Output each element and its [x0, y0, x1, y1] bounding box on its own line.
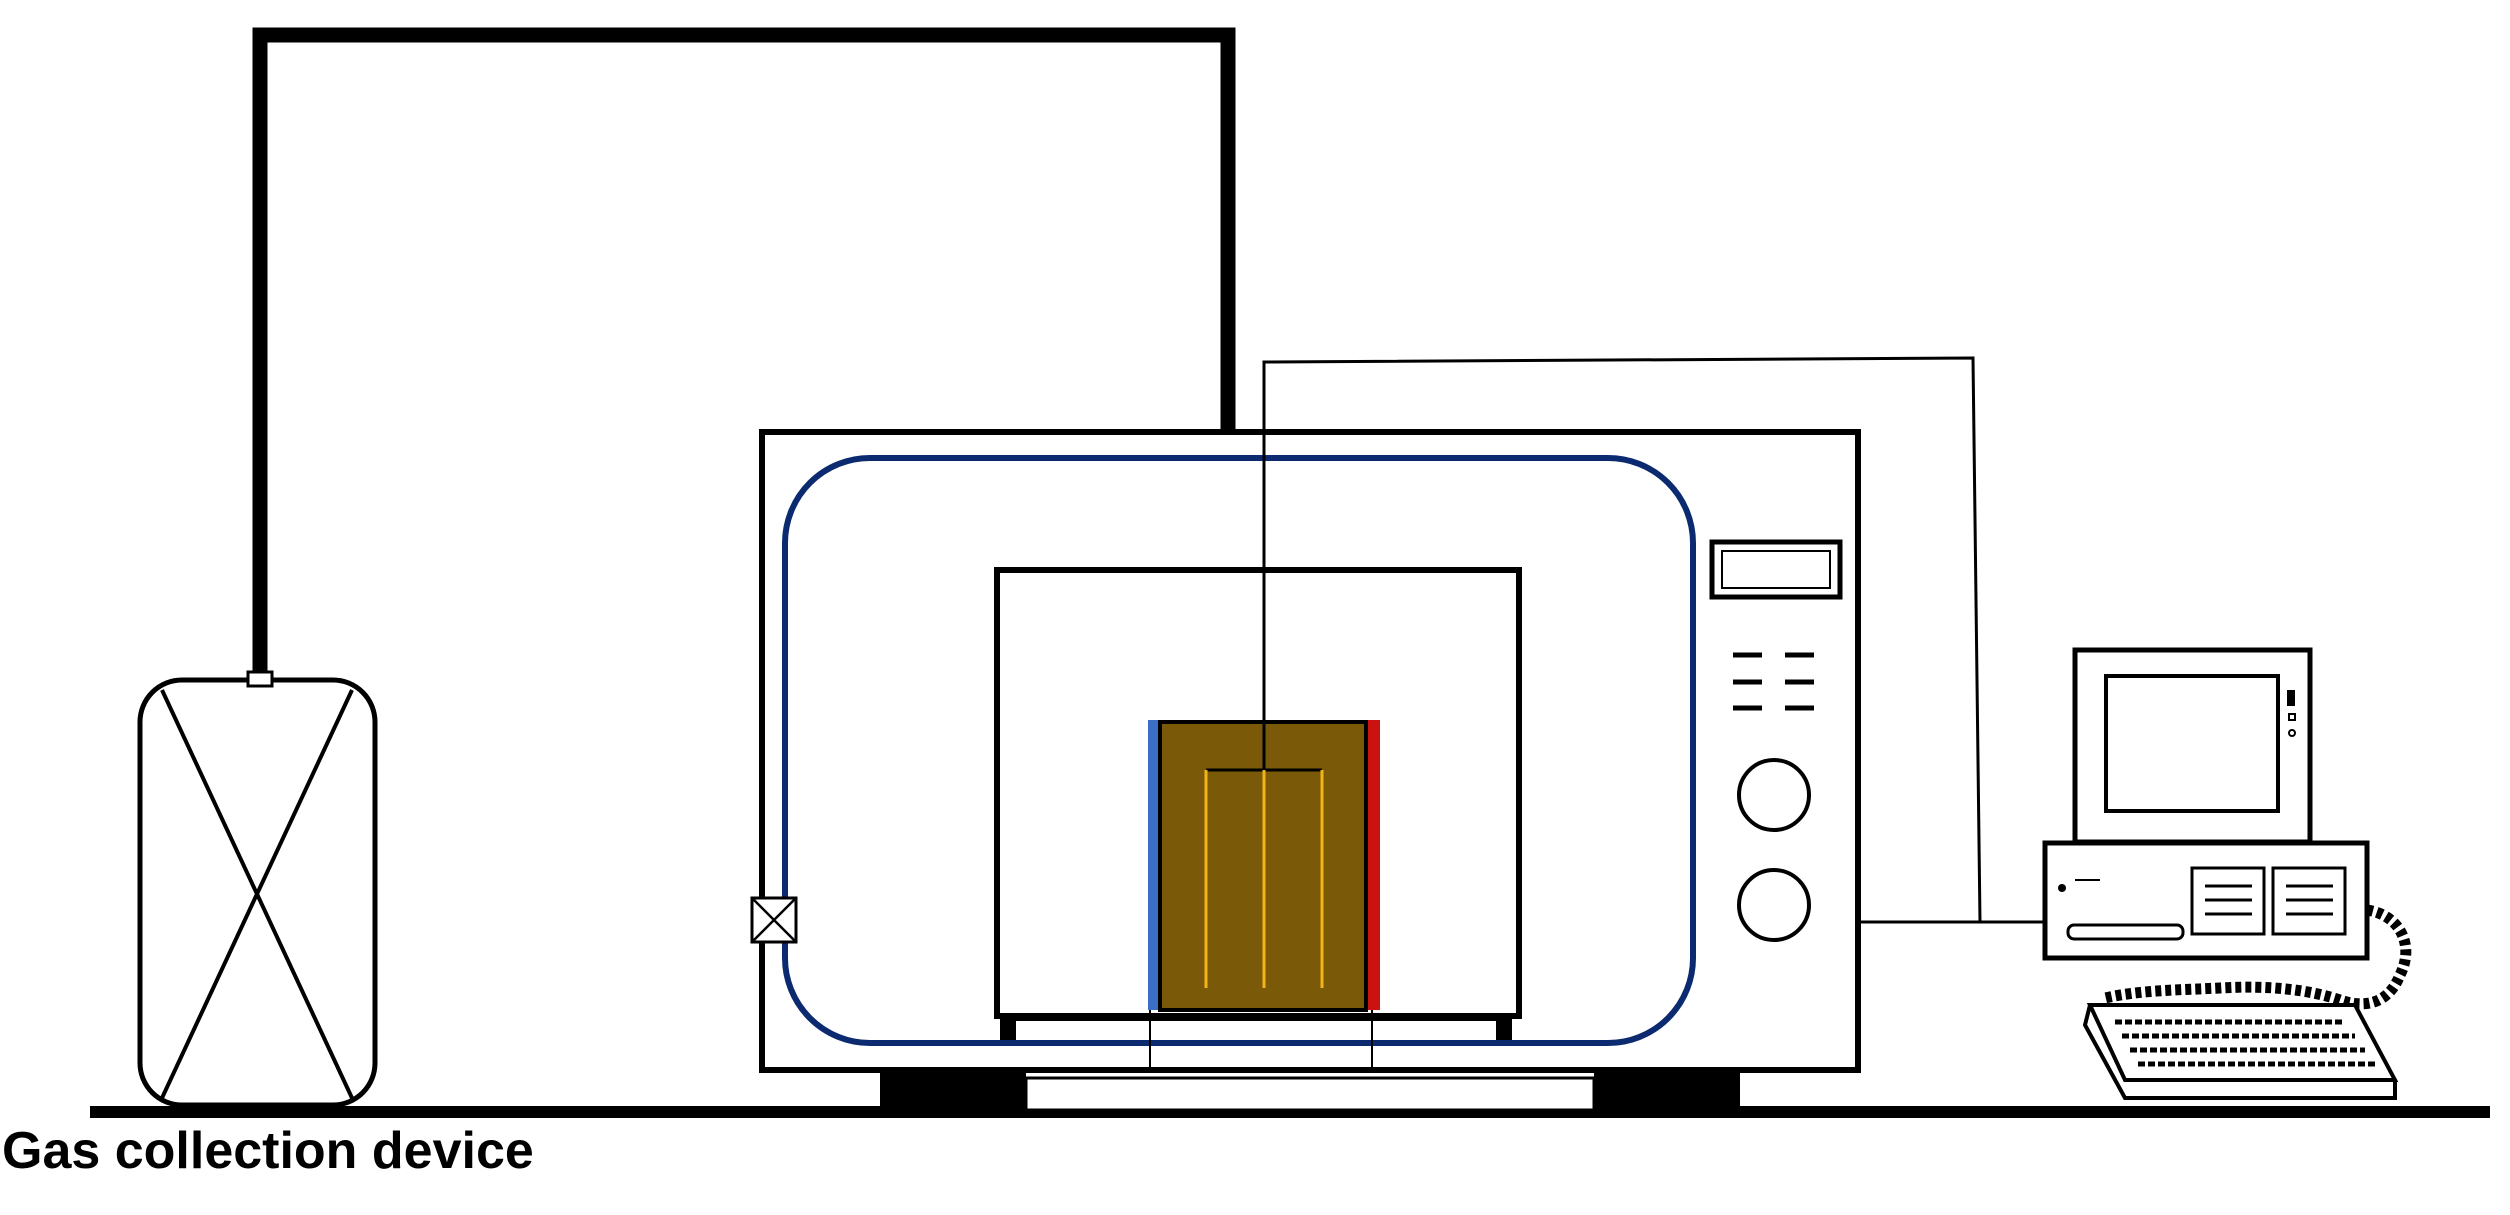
signal-wire [1262, 356, 1982, 923]
valve-icon [750, 896, 798, 944]
display-inner [1721, 550, 1831, 589]
electrode-left [1148, 720, 1160, 1010]
chamber-leg-left [1000, 1013, 1016, 1040]
reactor-wires [1204, 720, 1324, 988]
oven-cavity [782, 455, 1696, 1046]
panel-buttons [1733, 652, 1814, 711]
keyboard-icon [2082, 1003, 2399, 1100]
power-knob [1737, 758, 1811, 832]
gas-pipe [252, 27, 1236, 690]
chamber-leg-right [1496, 1013, 1512, 1040]
control-panel [1709, 539, 1843, 942]
oven-base-plate [1024, 1076, 1596, 1112]
oven-foot-left [880, 1070, 1026, 1110]
electrode-right [1366, 720, 1380, 1010]
timer-knob [1737, 868, 1811, 942]
computer-icon [2042, 647, 2370, 961]
oven-foot-right [1594, 1070, 1740, 1110]
gas-collection-device-label: Gas collection device [2, 1122, 534, 1180]
keyboard-cable [2103, 904, 2412, 1010]
gas-collection-bag-icon [137, 670, 378, 1108]
